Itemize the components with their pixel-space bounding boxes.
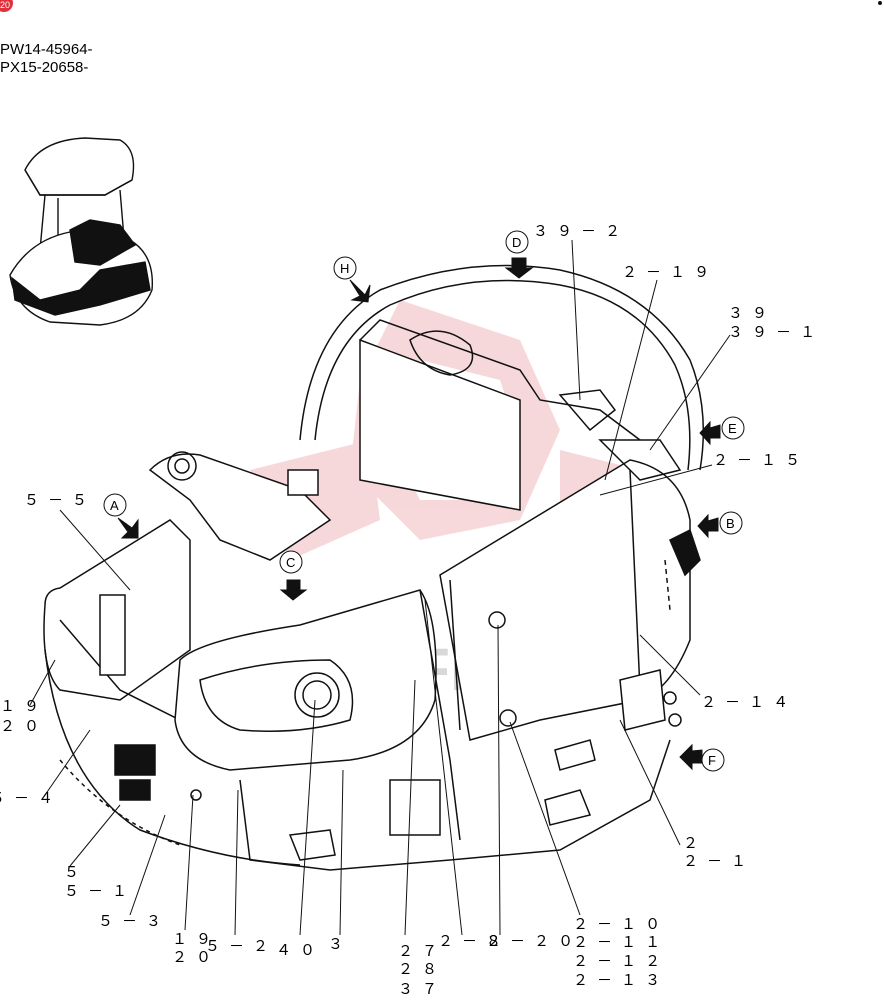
callout-2-19: ２ － １ ９ [622,263,709,281]
callout-5-3: ５ － ３ [98,912,161,930]
view-marker-d: D [505,230,529,254]
callout-20-bottom: ２ ０ [172,948,211,966]
serial-line-1: PW14-45964- [0,41,93,58]
callout-2-20: ２ － ２ ０ [486,932,573,950]
callout-2-10: ２ － １ ０ [573,915,660,933]
callout-2-13: ２ － １ ３ [573,971,660,989]
callout-5-2: ５ － ２ [205,937,268,955]
page-badge: 20 [0,0,18,21]
svg-text:C: C [286,555,295,570]
badge-icon: 20 [0,0,13,12]
serial-line-2: PX15-20658- [0,59,89,76]
callout-2-11: ２ － １ １ [573,933,660,951]
svg-text:H: H [340,261,349,276]
arrow-view-c [279,579,308,601]
arrow-view-f [679,743,703,771]
arrow-view-d [504,257,534,279]
view-markers: H D E B A C F [103,230,745,772]
view-arrows [117,257,721,771]
callout-5-1: ５ － １ [64,882,127,900]
callout-37: ３ ７ [398,980,437,998]
arrow-view-a [117,517,139,539]
svg-text:A: A [110,498,119,513]
view-marker-a: A [103,493,127,517]
callout-3: ３ [328,935,343,953]
callout-2-15: ２ － １ ５ [713,451,800,469]
callout-2: ２ [683,834,698,852]
callout-39-2: ３ ９ － ２ [533,222,620,240]
callout-27: ２ ７ [398,942,437,960]
svg-text:F: F [708,753,716,768]
view-marker-b: B [719,511,743,535]
svg-text:20: 20 [0,0,10,10]
callout-40: ４ ０ [276,941,315,959]
leader-lines [29,239,731,936]
arrow-view-e [699,420,721,446]
arrow-view-b [697,513,719,539]
callout-5-5: ５ － ５ [24,491,87,509]
callout-2-12: ２ － １ ２ [573,952,660,970]
callout-2-14: ２ － １ ４ [701,693,788,711]
callout-39: ３ ９ [728,304,767,322]
corner-dot [878,1,882,5]
callout-20-left: ２ ０ [0,717,39,735]
callout-28: ２ ８ [398,960,437,978]
callout-19-left: １ ９ [0,697,39,715]
svg-text:B: B [726,516,735,531]
callout-39-1: ３ ９ － １ [728,323,815,341]
svg-text:E: E [728,421,737,436]
view-marker-h: H [333,256,357,280]
view-marker-e: E [721,416,745,440]
view-marker-f: F [701,748,725,772]
part-callouts: ３ ９ － ２ ２ － １ ９ ３ ９ ３ ９ － １ ２ － １ ５ ５ － … [0,222,815,998]
thumbnail-cab [9,137,154,326]
upper-structure [43,264,705,871]
arrow-view-h [349,279,371,303]
callout-2-8: ２ － ８ [438,932,501,950]
callout-5: ５ [64,863,79,881]
callout-19-bottom: １ ９ [172,930,211,948]
svg-text:D: D [512,235,521,250]
callout-5-4: ５ － ４ [0,789,53,807]
callout-2-1: ２ － １ [683,852,746,870]
view-marker-c: C [279,550,303,574]
